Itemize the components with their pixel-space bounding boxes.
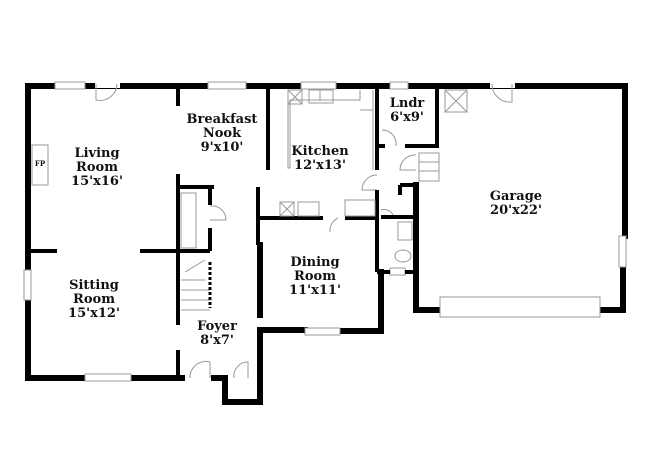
- living-room-size: 15'x16': [71, 174, 123, 189]
- fireplace: [31, 144, 49, 186]
- breakfast-nook-size: 9'x10': [201, 140, 244, 155]
- sitting-room-name-1: Sitting: [69, 278, 119, 293]
- garage-door: [439, 296, 601, 318]
- laundry-size: 6'x9': [390, 110, 424, 125]
- fireplace-label: FP: [35, 159, 46, 168]
- breakfast-nook-name-2: Nook: [203, 126, 242, 141]
- living-room-name-2: Room: [76, 160, 118, 175]
- dining-room-name-1: Dining: [290, 255, 339, 270]
- foyer-name: Foyer: [197, 319, 237, 334]
- exterior-walls: [25, 83, 628, 405]
- interior-walls: [28, 86, 439, 378]
- fixtures: FP: [31, 89, 468, 311]
- room-labels: Living Room 15'x16' Breakfast Nook 9'x10…: [68, 96, 542, 348]
- breakfast-nook-name-1: Breakfast: [187, 112, 258, 127]
- kitchen-name: Kitchen: [291, 144, 349, 159]
- doors: [95, 80, 515, 382]
- kitchen-size: 12'x13': [294, 158, 346, 173]
- windows: [23, 81, 627, 382]
- sitting-room-size: 15'x12': [68, 306, 120, 321]
- garage-size: 20'x22': [490, 203, 542, 218]
- dining-room-size: 11'x11': [289, 283, 341, 298]
- foyer-size: 8'x7': [200, 333, 234, 348]
- garage-name: Garage: [490, 189, 542, 204]
- laundry-name: Lndr: [390, 96, 425, 111]
- sitting-room-name-2: Room: [73, 292, 115, 307]
- living-room-name-1: Living: [74, 146, 119, 161]
- dining-room-name-2: Room: [294, 269, 336, 284]
